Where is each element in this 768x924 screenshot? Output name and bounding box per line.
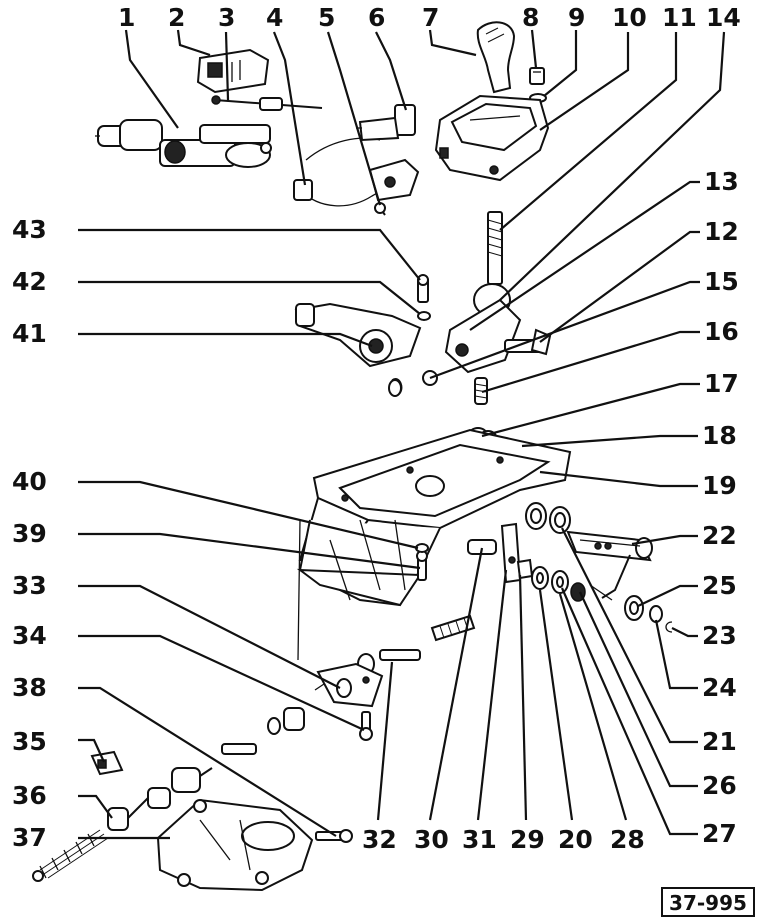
callout-37: 37: [12, 823, 47, 852]
callout-39: 39: [12, 519, 47, 548]
part-36-cable-end: [107, 767, 213, 831]
callout-26: 26: [702, 771, 737, 800]
callout-7: 7: [422, 3, 439, 32]
part-7-shift-knob: [476, 21, 516, 94]
part-41-mount: [294, 302, 422, 368]
callout-38: 38: [12, 673, 47, 702]
figure-reference-box: [661, 887, 755, 917]
callout-4: 4: [266, 3, 283, 32]
callout-17: 17: [704, 369, 739, 398]
part-2-switch-block: [196, 48, 270, 94]
callout-14: 14: [706, 3, 741, 32]
part-23-clip: [665, 621, 673, 633]
part-5-bracket: [368, 158, 420, 216]
callout-34: 34: [12, 621, 47, 650]
callout-9: 9: [568, 3, 585, 32]
part-35-clip: [90, 750, 124, 776]
callout-18: 18: [702, 421, 737, 450]
leader-lines: [78, 29, 726, 840]
callout-24: 24: [702, 673, 737, 702]
callout-12: 12: [704, 217, 739, 246]
part-42-washer: [417, 311, 431, 321]
callout-41: 41: [12, 319, 47, 348]
part-43-bolt: [417, 274, 429, 303]
callout-10: 10: [612, 3, 647, 32]
part-29-bearing: [525, 502, 547, 530]
part-37-cable-spring: [32, 829, 109, 882]
callout-29: 29: [510, 825, 545, 854]
callout-6: 6: [368, 3, 385, 32]
part-10-gate-housing: [434, 94, 550, 182]
callout-33: 33: [12, 571, 47, 600]
callout-25: 25: [702, 571, 737, 600]
part-21-seal: [549, 506, 571, 534]
figure-reference: 37-995: [661, 887, 755, 917]
callout-30: 30: [414, 825, 449, 854]
callout-13: 13: [704, 167, 739, 196]
part-33-bracket: [316, 662, 384, 708]
part-8-bolt: [529, 67, 545, 85]
figure-reference-label: 37-995: [669, 891, 747, 915]
part-24-washer: [649, 605, 663, 623]
callout-35: 35: [12, 727, 47, 756]
callout-2: 2: [168, 3, 185, 32]
callout-20: 20: [558, 825, 593, 854]
part-11-shift-rod: [487, 211, 503, 285]
part-39-bolt: [416, 550, 428, 581]
parts-drawing: [32, 21, 673, 892]
part-1-lever-cable: [95, 119, 272, 168]
callout-32: 32: [362, 825, 397, 854]
callout-3: 3: [218, 3, 235, 32]
callout-22: 22: [702, 521, 737, 550]
callout-36: 36: [12, 781, 47, 810]
callout-40: 40: [12, 467, 47, 496]
callout-1: 1: [118, 3, 135, 32]
callout-31: 31: [462, 825, 497, 854]
part-19-main-housing: [296, 428, 572, 691]
callout-8: 8: [522, 3, 539, 32]
callout-15: 15: [704, 267, 739, 296]
part-26-spring: [589, 584, 613, 601]
callout-11: 11: [662, 3, 697, 32]
callout-42: 42: [12, 267, 47, 296]
callout-43: 43: [12, 215, 47, 244]
callout-19: 19: [702, 471, 737, 500]
part-30-pin: [467, 539, 497, 555]
callout-5: 5: [318, 3, 335, 32]
part-34-bolt: [359, 711, 373, 741]
callout-16: 16: [704, 317, 739, 346]
callout-23: 23: [702, 621, 737, 650]
callout-21: 21: [702, 727, 737, 756]
callout-28: 28: [610, 825, 645, 854]
part-20-ring: [531, 566, 549, 590]
part-38-bolt: [315, 829, 353, 843]
callout-numbers: 1 2 3 4 5 6 7 8 9 10 11 14 13 12 15 16 1…: [12, 3, 741, 854]
part-25-washer: [624, 595, 644, 621]
part-28-ring: [551, 570, 569, 594]
part-6-switch: [356, 104, 416, 142]
part-22-shaft: [566, 530, 653, 599]
part-32-spring-rod: [357, 614, 476, 675]
part-37-mount-bracket: [156, 798, 314, 892]
callout-27: 27: [702, 819, 737, 848]
part-3-connecting-rod: [211, 95, 323, 111]
part-34-sleeve: [221, 707, 305, 755]
